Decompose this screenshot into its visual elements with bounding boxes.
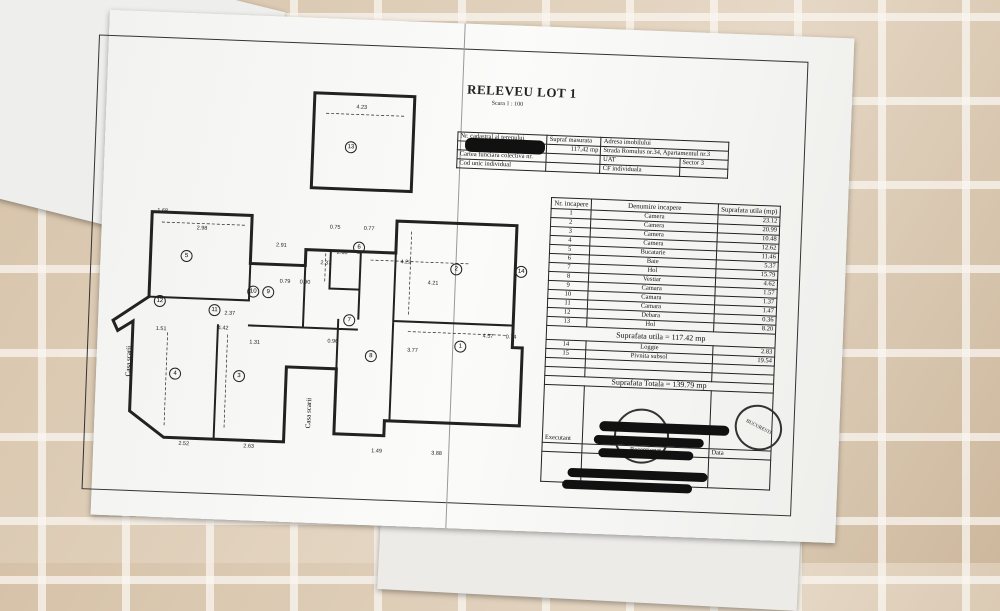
dimension-label: 1.68 — [157, 207, 169, 215]
dimension-label: 0.79 — [279, 278, 291, 286]
dimension-label: 0.90 — [299, 279, 311, 286]
dimension-label: 3.88 — [431, 450, 442, 457]
dimension-label: 3.77 — [406, 347, 418, 354]
stair-label: Casa scarii — [304, 397, 314, 429]
interior-walls — [148, 250, 514, 440]
apartment-outline — [111, 210, 524, 444]
dimension-label: 1.31 — [249, 339, 261, 346]
dimension-label: 2.60 — [336, 249, 348, 257]
dimension-label: 0.96 — [327, 338, 339, 345]
dimension-label: 4.23 — [356, 104, 368, 111]
dimension-label: 1.51 — [155, 325, 167, 333]
dimension-label: 0.74 — [505, 334, 517, 341]
dimension-label: 0.77 — [363, 225, 375, 233]
dimension-label: 2.37 — [224, 310, 236, 317]
dimension-label: 2.98 — [196, 225, 208, 232]
dimension-label: 2.52 — [178, 440, 190, 448]
floor-plan-sheet: RELEVEU LOT 1 Scara 1 : 100 Nr. cadastra… — [81, 9, 855, 544]
dimension-label: 2.91 — [275, 242, 287, 249]
dimension-label: 2.63 — [243, 443, 255, 450]
dimension-label: 4.57 — [482, 333, 494, 340]
dimension-label: 1.49 — [371, 448, 383, 455]
stair-label: Casa scarii — [123, 345, 134, 377]
dimension-label: 4.22 — [400, 259, 412, 266]
executant-label: Executant — [542, 384, 585, 444]
dimension-label: 4.42 — [217, 325, 229, 332]
dimension-label: 4.21 — [427, 280, 439, 287]
dimension-label: 0.75 — [329, 224, 341, 231]
floor-plan-drawing — [111, 91, 524, 444]
dimension-label: 2.37 — [320, 260, 332, 267]
room-13-walls — [309, 91, 417, 194]
